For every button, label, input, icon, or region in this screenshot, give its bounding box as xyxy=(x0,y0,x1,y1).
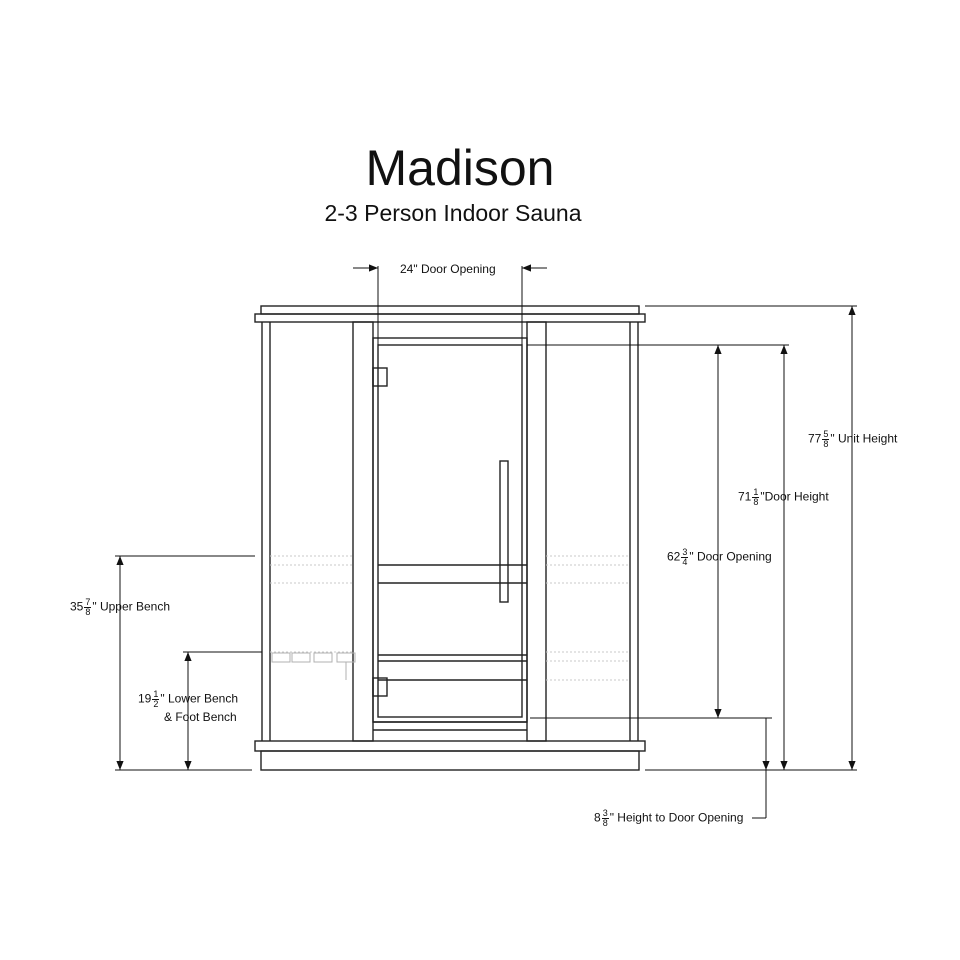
door-handle xyxy=(499,460,509,603)
door-opening-width-label: 24" Door Opening xyxy=(400,262,496,276)
lower-bench-num: 1 xyxy=(152,689,160,700)
left-door-pillar xyxy=(352,321,374,742)
diagram-title: Madison xyxy=(365,140,555,196)
unit-height-den: 8 xyxy=(823,439,829,449)
height-to-door-suffix: " Height to Door Opening xyxy=(609,810,744,825)
lower-bench-whole: 19 xyxy=(138,691,152,706)
door-height-suffix: "Door Height xyxy=(760,489,829,504)
unit-height-suffix: " Unit Height xyxy=(830,431,898,446)
roof-cap xyxy=(254,313,646,323)
upper-bench-den: 8 xyxy=(85,607,91,617)
bottom-hinge xyxy=(372,677,388,697)
dimension-lines xyxy=(115,264,857,819)
glass-door xyxy=(372,337,528,723)
height-to-door-num: 3 xyxy=(601,808,609,819)
door-opening-height-whole: 62 xyxy=(667,549,681,564)
foot-bench-slats xyxy=(271,652,356,680)
right-door-pillar xyxy=(526,321,547,742)
glass-door-inner xyxy=(377,344,523,718)
door-height-whole: 71 xyxy=(738,489,752,504)
floor-plinth xyxy=(260,750,640,771)
sauna-body xyxy=(254,305,646,771)
height-to-door-den: 8 xyxy=(602,818,608,828)
unit-height-num: 5 xyxy=(822,429,830,440)
lower-bench-line2: & Foot Bench xyxy=(164,710,237,724)
lower-bench-suffix: " Lower Bench xyxy=(160,691,239,706)
upper-bench-whole: 35 xyxy=(70,599,84,614)
door-opening-height-num: 3 xyxy=(681,547,689,558)
door-height-num: 1 xyxy=(752,487,760,498)
upper-bench-suffix: " Upper Bench xyxy=(92,599,171,614)
unit-height-whole: 77 xyxy=(808,431,822,446)
diagram-subtitle: 2-3 Person Indoor Sauna xyxy=(324,200,582,226)
top-hinge xyxy=(372,367,388,387)
door-opening-height-den: 4 xyxy=(682,557,688,567)
side-bench-lines xyxy=(270,555,630,681)
roof-top-trim xyxy=(260,305,640,315)
lower-bench-den: 2 xyxy=(153,699,159,709)
door-height-den: 8 xyxy=(753,497,759,507)
door-opening-height-suffix: " Door Opening xyxy=(689,549,772,564)
height-to-door-whole: 8 xyxy=(594,810,601,825)
floor-base xyxy=(254,740,646,752)
upper-bench-num: 7 xyxy=(84,597,92,608)
